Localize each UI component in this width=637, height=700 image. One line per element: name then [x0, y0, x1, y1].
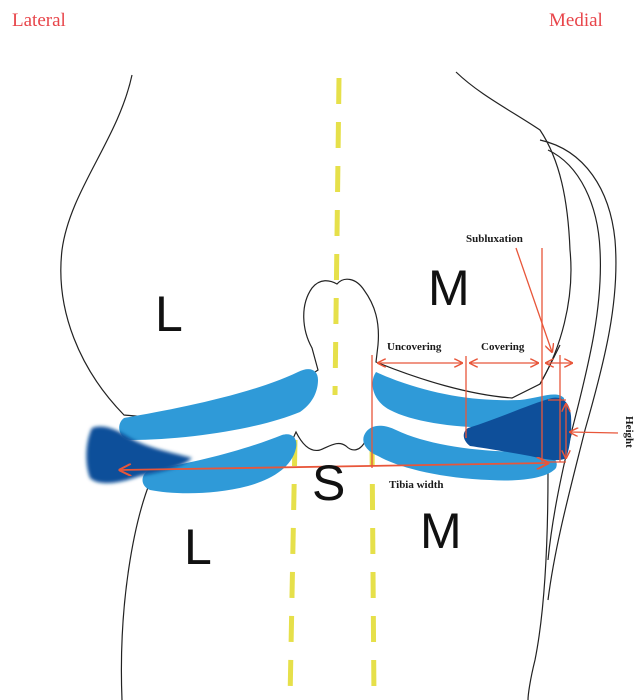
- height-label: Height: [623, 416, 635, 448]
- height-arrow: [570, 432, 618, 433]
- tibia-medial-label: M: [420, 503, 462, 559]
- subluxation-label: Subluxation: [466, 233, 523, 245]
- lateral-femoral-cartilage: [119, 369, 318, 440]
- femur-outline: [61, 72, 571, 420]
- femur-lateral-label: L: [155, 286, 183, 342]
- subluxation-leader: [516, 248, 552, 352]
- tibia-axis-line-lateral: [290, 440, 295, 700]
- patella-outline-inner: [548, 150, 600, 560]
- tibia-width-label: Tibia width: [389, 479, 444, 491]
- covering-label: Covering: [481, 341, 525, 353]
- tibia-axis-line-medial: [372, 440, 374, 700]
- femur-medial-edge: [540, 345, 560, 384]
- tibia-lateral-label: L: [184, 519, 212, 575]
- uncovering-label: Uncovering: [387, 341, 442, 353]
- spine-label: S: [312, 455, 345, 511]
- femur-axis-line: [335, 78, 339, 395]
- femur-medial-label: M: [428, 260, 470, 316]
